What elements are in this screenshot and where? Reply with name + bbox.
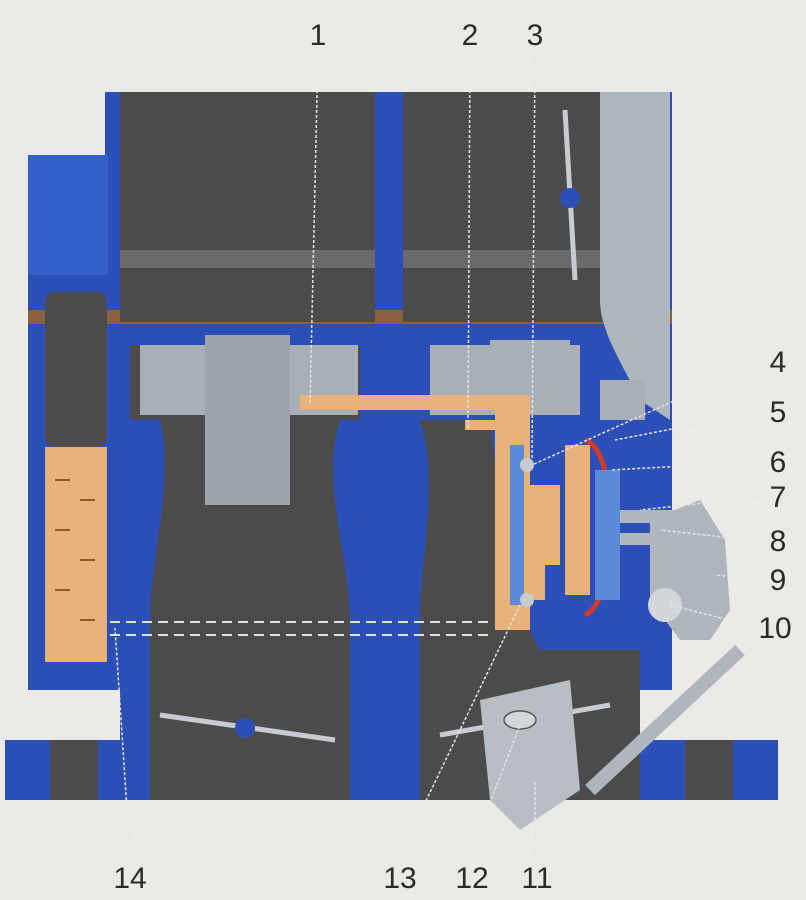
callout-9: 9	[770, 564, 787, 597]
accelerator-pump	[300, 340, 680, 630]
callout-4: 4	[770, 346, 787, 379]
callout-12: 12	[455, 862, 488, 895]
callout-13: 13	[383, 862, 416, 895]
float-chamber	[45, 292, 107, 662]
bottom-flange-studs	[50, 740, 733, 800]
callout-5: 5	[770, 396, 787, 429]
callout-1: 1	[310, 19, 327, 52]
callout-7: 7	[770, 481, 787, 514]
leader-lines	[114, 49, 761, 856]
callout-labels: 1 2 3 4 5 6 7 8 9 10 11 12 13 14	[113, 19, 791, 895]
callout-3: 3	[527, 19, 544, 52]
callout-10: 10	[758, 612, 791, 645]
callout-2: 2	[462, 19, 479, 52]
callout-6: 6	[770, 446, 787, 479]
callout-8: 8	[770, 525, 787, 558]
callout-11: 11	[521, 862, 552, 895]
callout-14: 14	[113, 862, 146, 895]
upper-air-horns	[120, 92, 670, 420]
